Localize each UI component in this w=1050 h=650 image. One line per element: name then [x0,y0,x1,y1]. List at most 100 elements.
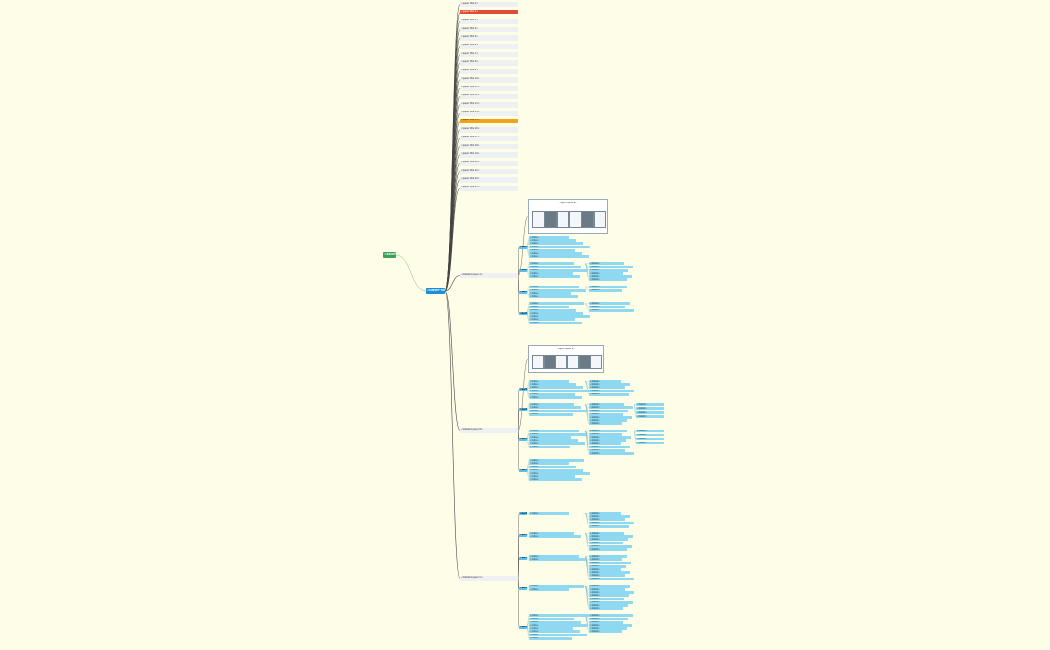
detail-item[interactable]: <detail> [636,407,664,410]
detail-item[interactable]: <detail> [636,429,664,433]
branch-title[interactable]: <detailed paper B> [460,428,518,434]
paper-item[interactable]: <paper title 13> [460,102,518,108]
paper-item[interactable]: <paper title 18> [460,143,518,150]
detail-item[interactable]: <detail> [589,627,627,630]
note-item[interactable]: <note> [529,633,587,637]
detail-item[interactable]: <detail> [589,265,633,269]
detail-item[interactable]: <detail> [589,416,632,419]
note-item[interactable]: <note> [529,392,575,396]
paper-item[interactable]: <paper title 1> [460,2,518,8]
detail-item[interactable]: <detail> [589,302,630,306]
note-item[interactable]: <note> [529,588,569,591]
detail-item[interactable]: <detail> [589,630,622,634]
note-item[interactable]: <note> [529,630,580,634]
detail-item[interactable]: <detail> [589,604,628,607]
note-item[interactable]: <note> [529,239,576,242]
note-item[interactable]: <note> [529,272,573,275]
note-item[interactable]: <note> [529,617,574,621]
paper-item[interactable]: <paper title 22> [460,177,518,183]
note-item[interactable]: <note> [529,465,576,469]
note-item[interactable]: <note> [529,439,578,442]
note-item[interactable]: <note> [529,636,572,640]
detail-item[interactable]: <detail> [589,564,626,568]
detail-item[interactable]: <detail> [636,433,664,437]
section-node[interactable]: <section> [519,312,527,316]
note-item[interactable]: <note> [529,558,586,562]
detail-item[interactable]: <detail> [589,571,630,574]
detail-item[interactable]: <detail> [589,278,627,282]
detail-item[interactable]: <detail> [589,600,633,604]
note-item[interactable]: <note> [529,614,589,618]
note-item[interactable]: <note> [529,236,569,239]
note-item[interactable]: <note> [529,403,574,406]
note-item[interactable]: <note> [529,442,585,446]
section-node[interactable]: <section> [519,388,527,392]
note-item[interactable]: <note> [529,532,574,535]
section-node[interactable]: <section> [519,586,527,590]
paper-item[interactable]: <paper title 11> [460,85,518,91]
section-node[interactable]: <section> [519,408,527,412]
section-node[interactable]: <section> [519,556,527,560]
detail-item[interactable]: <detail> [589,544,632,548]
section-node[interactable]: <section> [519,245,527,249]
paper-item[interactable]: <paper title 4> [460,27,518,33]
note-item[interactable]: <note> [529,262,574,266]
detail-item[interactable]: <detail> [589,521,634,525]
detail-item[interactable]: <detail> [589,403,624,406]
detail-item[interactable]: <detail> [589,262,624,266]
detail-item[interactable]: <detail> [589,558,622,562]
detail-item[interactable]: <detail> [589,439,626,442]
section-node[interactable]: <section> [519,625,527,629]
detail-item[interactable]: <detail> [636,437,664,441]
section-node[interactable]: <section> [519,512,527,516]
paper-item[interactable]: <paper title 7> [460,52,518,58]
note-item[interactable]: <note> [529,380,569,383]
note-item[interactable]: <note> [529,459,584,462]
paper-item[interactable]: <paper title 10> [460,77,518,83]
detail-item[interactable]: <detail> [589,272,623,275]
detail-item[interactable]: <detail> [589,620,623,624]
note-item[interactable]: <note> [529,275,580,278]
note-item[interactable]: <note> [529,386,583,390]
note-item[interactable]: <note> [529,252,582,255]
note-item[interactable]: <note> [529,445,570,449]
detail-item[interactable]: <detail> [589,275,632,278]
section-node[interactable]: <section> [519,468,527,472]
paper-item[interactable]: <paper title 8> [460,60,518,66]
section-node[interactable]: <section> [519,268,527,272]
detail-item[interactable]: <detail> [589,541,623,545]
paper-item[interactable]: <paper title 3> [460,18,518,25]
paper-item[interactable]: <paper title 16> [460,127,518,133]
detail-item[interactable]: <detail> [589,386,625,390]
detail-item[interactable]: <detail> [589,305,625,309]
detail-item[interactable]: <detail> [589,574,625,578]
detail-item[interactable]: <detail> [589,442,621,446]
note-item[interactable]: <note> [529,285,579,289]
detail-item[interactable]: <detail> [589,624,632,627]
detail-item[interactable]: <detail> [589,555,627,558]
detail-item[interactable]: <detail> [589,285,627,289]
detail-item[interactable]: <detail> [589,308,634,312]
note-item[interactable]: <note> [529,436,571,439]
detail-item[interactable]: <detail> [636,411,664,414]
detail-item[interactable]: <detail> [589,512,621,515]
detail-item[interactable]: <detail> [589,383,630,386]
detail-item[interactable]: <detail> [636,441,664,445]
root-node[interactable]: <ROOT> [383,252,396,258]
note-item[interactable]: <note> [529,318,575,322]
detail-item[interactable]: <detail> [589,422,622,426]
central-topic-node[interactable]: <SURVEY TOPIC> [426,288,445,294]
note-item[interactable]: <note> [529,248,575,252]
note-item[interactable]: <note> [529,535,581,538]
detail-item[interactable]: <detail> [589,436,631,439]
note-item[interactable]: <note> [529,315,590,318]
detail-item[interactable]: <detail> [589,568,621,571]
detail-item[interactable]: <detail> [589,288,622,292]
detail-item[interactable]: <detail> [589,268,628,272]
note-item[interactable]: <note> [529,409,588,413]
detail-item[interactable]: <detail> [589,597,624,601]
paper-item[interactable]: <paper title 15> [460,118,518,123]
detail-item[interactable]: <detail> [589,448,625,452]
note-item[interactable]: <note> [529,475,575,478]
detail-item[interactable]: <detail> [589,432,622,436]
